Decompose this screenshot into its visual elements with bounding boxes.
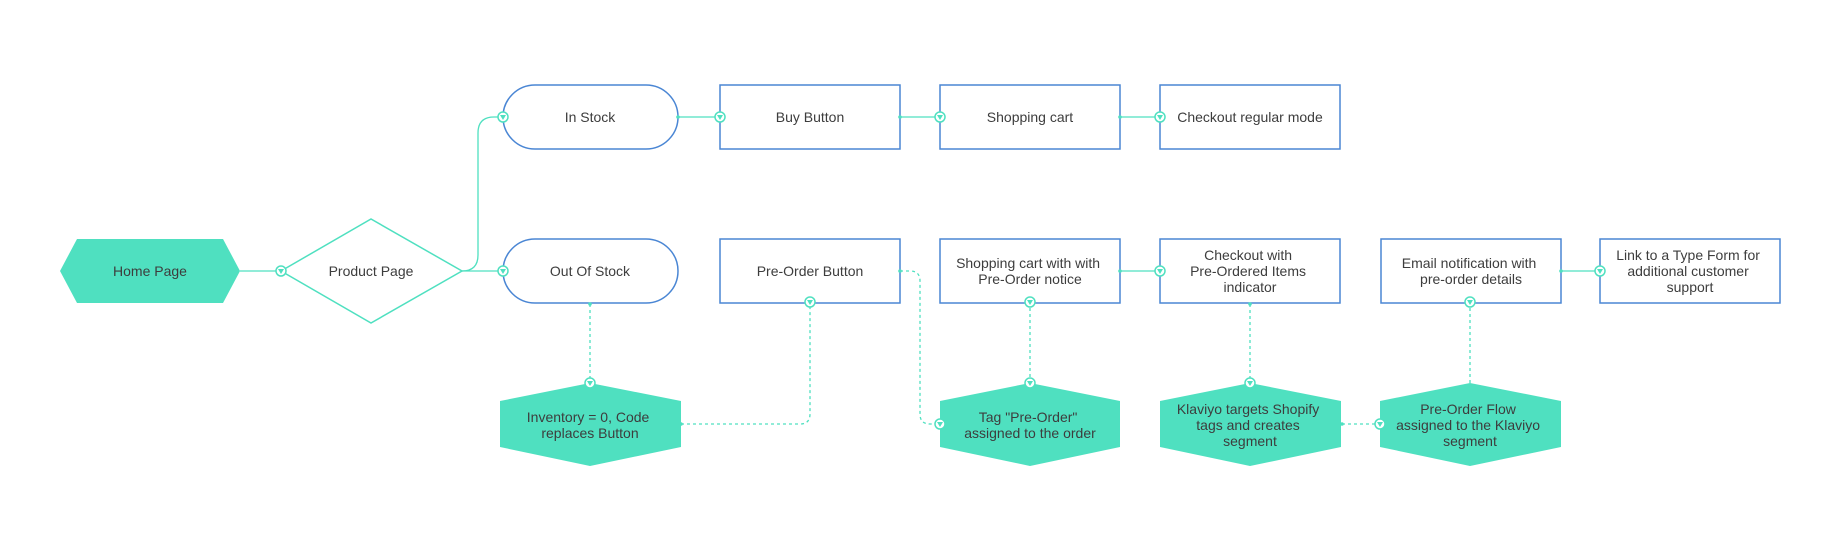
inventory-code-line-1: Inventory = 0, Code <box>527 409 650 425</box>
source-dot <box>1118 115 1122 119</box>
email-notification-line-1: Email notification with <box>1402 255 1537 271</box>
port-arrow-icon <box>587 381 593 386</box>
node-out-of-stock[interactable]: Out Of Stock <box>502 238 679 304</box>
port-arrow-icon <box>1247 381 1253 386</box>
checkout-preorder-line-1: Checkout with <box>1204 247 1292 263</box>
source-dot <box>1118 269 1122 273</box>
port-arrow-icon <box>1027 300 1033 305</box>
shopping-cart-shape <box>939 84 1121 150</box>
solid-connectors <box>240 116 1600 272</box>
port-arrow-icon <box>1377 422 1383 427</box>
preorder-button-label: Pre-Order Button <box>757 263 864 279</box>
inventory-code-label: Inventory = 0, Code replaces Button <box>527 409 653 441</box>
klaviyo-targets-line-1: Klaviyo targets Shopify <box>1177 401 1319 417</box>
connection-ports <box>275 111 1606 430</box>
checkout-preorder-label: Checkout with Pre-Ordered Items indicato… <box>1190 247 1310 295</box>
node-typeform-link[interactable]: Link to a Type Form for additional custo… <box>1599 238 1781 304</box>
connector-product-to-instock <box>461 116 503 272</box>
shopping-cart-label: Shopping cart <box>987 109 1074 125</box>
port-arrow-icon <box>1157 269 1163 274</box>
port-arrow-icon <box>1157 115 1163 120</box>
port-arrow-icon <box>278 269 284 274</box>
product-page-shape <box>279 218 464 324</box>
source-dot <box>1248 302 1252 306</box>
source-dot <box>898 115 902 119</box>
connector-inventory-to-preorderbutton <box>681 302 811 425</box>
node-product-page[interactable]: Product Page <box>279 218 464 324</box>
dashed-connectors <box>589 270 1471 425</box>
source-dot <box>676 115 680 119</box>
node-preorder-flow[interactable]: Pre-Order Flow assigned to the Klaviyo s… <box>1380 383 1561 466</box>
source-dot <box>898 269 902 273</box>
node-klaviyo-targets[interactable]: Klaviyo targets Shopify tags and creates… <box>1160 383 1341 466</box>
in-stock-label: In Stock <box>565 109 617 125</box>
node-email-notification[interactable]: Email notification with pre-order detail… <box>1380 238 1562 304</box>
tag-preorder-line-2: assigned to the order <box>964 425 1096 441</box>
node-checkout-regular[interactable]: Checkout regular mode <box>1159 84 1341 150</box>
checkout-preorder-line-2: Pre-Ordered Items <box>1190 263 1306 279</box>
checkout-preorder-line-3: indicator <box>1224 279 1277 295</box>
port-arrow-icon <box>1467 300 1473 305</box>
typeform-link-line-2: additional customer <box>1627 263 1749 279</box>
node-home-page[interactable]: Home Page <box>60 239 240 303</box>
email-notification-label: Email notification with pre-order detail… <box>1402 255 1541 287</box>
node-checkout-preorder[interactable]: Checkout with Pre-Ordered Items indicato… <box>1159 238 1341 304</box>
typeform-link-label: Link to a Type Form for additional custo… <box>1616 247 1764 295</box>
typeform-link-line-3: support <box>1667 279 1714 295</box>
port-arrow-icon <box>937 422 943 427</box>
klaviyo-targets-line-2: tags and creates <box>1196 417 1300 433</box>
port-arrow-icon <box>1597 269 1603 274</box>
checkout-preorder-shape <box>1159 238 1341 304</box>
node-in-stock[interactable]: In Stock <box>502 84 679 150</box>
preorder-flow-line-1: Pre-Order Flow <box>1420 401 1517 417</box>
preorder-flow-line-2: assigned to the Klaviyo <box>1396 417 1540 433</box>
out-of-stock-label: Out Of Stock <box>550 263 631 279</box>
email-notification-line-2: pre-order details <box>1420 271 1522 287</box>
cart-with-notice-label: Shopping cart with with Pre-Order notice <box>956 255 1104 287</box>
node-tag-preorder[interactable]: Tag "Pre-Order" assigned to the order <box>940 383 1120 466</box>
checkout-regular-label: Checkout regular mode <box>1177 109 1323 125</box>
port-arrow-icon <box>937 115 943 120</box>
product-page-label: Product Page <box>329 263 414 279</box>
source-dot <box>588 302 592 306</box>
buy-button-label: Buy Button <box>776 109 845 125</box>
node-cart-with-notice[interactable]: Shopping cart with with Pre-Order notice <box>939 238 1121 304</box>
port-arrow-icon <box>807 300 813 305</box>
tag-preorder-shape <box>940 383 1120 466</box>
tag-preorder-label: Tag "Pre-Order" assigned to the order <box>964 409 1096 441</box>
node-preorder-button[interactable]: Pre-Order Button <box>719 238 901 304</box>
klaviyo-targets-line-3: segment <box>1223 433 1277 449</box>
port-arrow-icon <box>500 269 506 274</box>
inventory-code-line-2: replaces Button <box>541 425 638 441</box>
node-buy-button[interactable]: Buy Button <box>719 84 901 150</box>
source-dot <box>1340 422 1344 426</box>
preorder-flow-label: Pre-Order Flow assigned to the Klaviyo s… <box>1396 401 1544 449</box>
typeform-link-shape <box>1599 238 1781 304</box>
inventory-code-shape <box>500 383 681 466</box>
cart-with-notice-line-1: Shopping cart with with <box>956 255 1100 271</box>
tag-preorder-line-1: Tag "Pre-Order" <box>979 409 1078 425</box>
source-dot <box>1559 269 1563 273</box>
preorder-flow-shape <box>1380 383 1561 466</box>
typeform-link-line-1: Link to a Type Form for <box>1616 247 1760 263</box>
preorder-flow-line-3: segment <box>1443 433 1497 449</box>
home-page-label: Home Page <box>113 263 187 279</box>
klaviyo-targets-shape <box>1160 383 1341 466</box>
home-page-shape <box>60 239 240 303</box>
source-dots <box>588 115 1563 426</box>
port-arrow-icon <box>717 115 723 120</box>
node-shopping-cart[interactable]: Shopping cart <box>939 84 1121 150</box>
port-arrow-icon <box>500 115 506 120</box>
node-inventory-code[interactable]: Inventory = 0, Code replaces Button <box>500 383 681 466</box>
cart-with-notice-line-2: Pre-Order notice <box>978 271 1082 287</box>
cart-with-notice-shape <box>939 238 1121 304</box>
klaviyo-targets-label: Klaviyo targets Shopify tags and creates… <box>1177 401 1323 449</box>
source-dot <box>679 422 683 426</box>
port-arrow-icon <box>1027 381 1033 386</box>
connector-preorderbutton-to-tag <box>900 270 940 425</box>
